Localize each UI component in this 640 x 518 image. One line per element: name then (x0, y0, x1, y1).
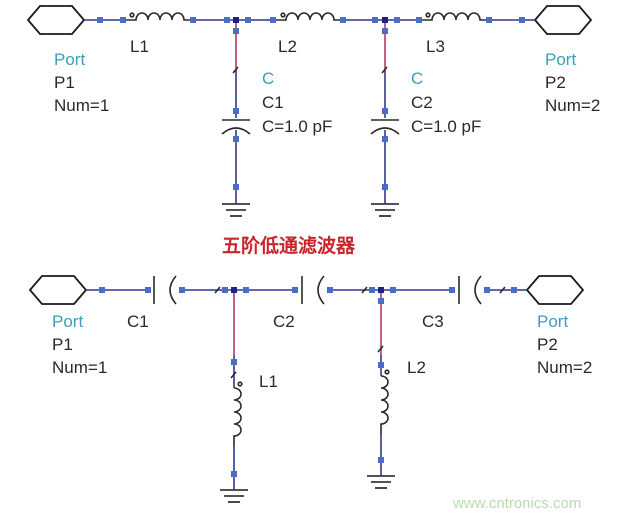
p1b-type-label: Port (52, 312, 83, 331)
p1-type-label: Port (54, 50, 85, 69)
p2b-num-label: Num=2 (537, 358, 592, 377)
c2-value-label: C=1.0 pF (411, 117, 481, 136)
capacitor-c2-plate-bottom (370, 127, 400, 135)
port-p2-symbol-bottom (525, 275, 585, 305)
pin-markers (97, 17, 525, 190)
c2b-label: C2 (273, 312, 295, 331)
inductor-l2b-symbol (380, 375, 389, 434)
pin-markers-bottom (99, 287, 517, 477)
capacitor-c2b-plate-right (317, 275, 325, 305)
p1-num-label: Num=1 (54, 96, 109, 115)
p2-num-label: Num=2 (545, 96, 600, 115)
ground-c1-icon (222, 196, 250, 217)
p1b-num-label: Num=1 (52, 358, 107, 377)
c1-name-label: C1 (262, 93, 284, 112)
p2-name-label: P2 (545, 73, 566, 92)
p2b-type-label: Port (537, 312, 568, 331)
circuit-lowpass: Port P1 Num=1 Port P2 Num=2 L1 L2 L3 C C… (26, 5, 600, 217)
inductor-l2-symbol (274, 12, 344, 21)
p1-name-label: P1 (54, 73, 75, 92)
port-p2-symbol (533, 5, 593, 35)
inductor-l1-symbol (124, 12, 194, 21)
capacitor-c1-plate-bottom (221, 127, 251, 135)
p2-type-label: Port (545, 50, 576, 69)
capacitor-c1b-plate-right (169, 275, 177, 305)
p2b-name-label: P2 (537, 335, 558, 354)
l2-label: L2 (278, 37, 297, 56)
l1b-label: L1 (259, 372, 278, 391)
c1b-label: C1 (127, 312, 149, 331)
l1-label: L1 (130, 37, 149, 56)
diagram-title: 五阶低通滤波器 (222, 234, 356, 257)
ground-c2-icon (371, 196, 399, 217)
port-p1-symbol (26, 5, 86, 35)
l3-label: L3 (426, 37, 445, 56)
c3b-label: C3 (422, 312, 444, 331)
p1b-name-label: P1 (52, 335, 73, 354)
ground-l2-icon (367, 468, 395, 489)
inductor-l1b-symbol (233, 387, 242, 446)
l2b-label: L2 (407, 358, 426, 377)
inductor-l3-symbol (420, 12, 490, 21)
c2-type-label: C (411, 69, 423, 88)
watermark: www.cntronics.com (452, 495, 581, 512)
ground-l1-icon (220, 482, 248, 503)
capacitor-c3b-plate-right (474, 275, 482, 305)
c2-name-label: C2 (411, 93, 433, 112)
c1-value-label: C=1.0 pF (262, 117, 332, 136)
circuit-highpass: Port P1 Num=1 Port P2 Num=2 C1 C2 C3 L1 … (28, 272, 592, 503)
c1-type-label: C (262, 69, 274, 88)
port-p1-symbol-bottom (28, 275, 88, 305)
